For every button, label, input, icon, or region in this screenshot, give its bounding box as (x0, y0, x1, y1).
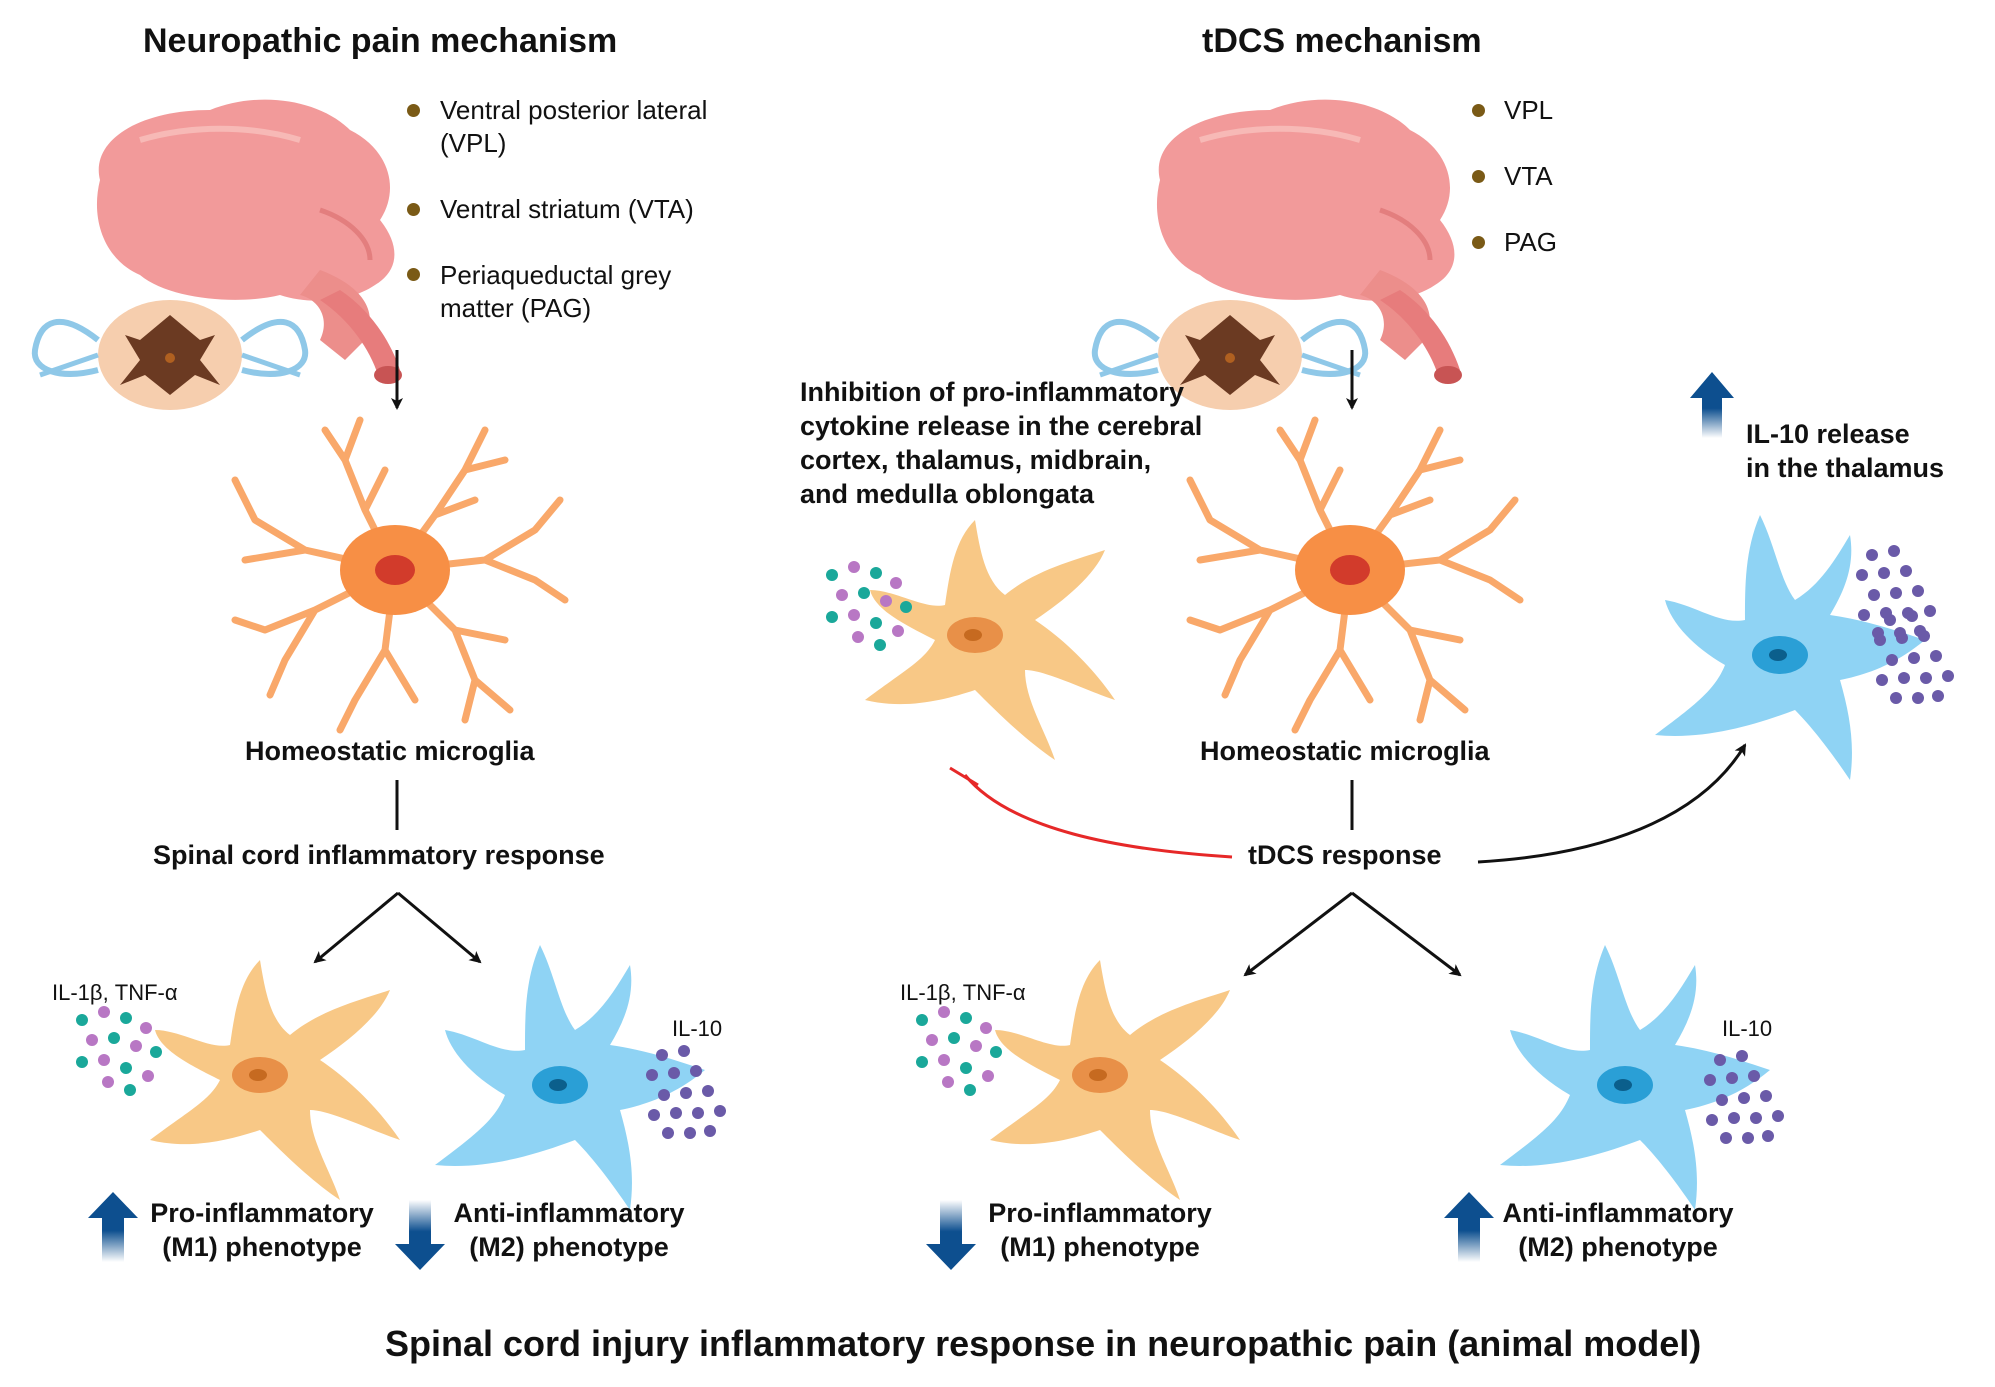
homeostatic-microglia-icon-left (235, 420, 565, 730)
region-vta-line1: Ventral striatum (VTA) (440, 194, 694, 224)
tdcs-response-label: tDCS response (1248, 840, 1442, 870)
m1-microglia-icon-left (150, 960, 400, 1200)
m1-down-arrow-right (926, 1200, 976, 1270)
m1-phenotype-label-right: Pro-inflammatory(M1) phenotype (988, 1198, 1212, 1262)
m1-microglia-icon-right (990, 960, 1240, 1200)
region-pag-line2: matter (PAG) (440, 293, 592, 323)
inhibition-text: Inhibition of pro-inflammatory cytokine … (800, 377, 1203, 509)
m1-phenotype-label-left: Pro-inflammatory(M1) phenotype (150, 1198, 374, 1262)
cytokines-m2-label-right: IL-10 (1722, 1016, 1773, 1041)
m1-up-arrow-left (88, 1192, 138, 1262)
bullet-icon (407, 268, 420, 281)
homeostatic-microglia-label-right: Homeostatic microglia (1200, 736, 1490, 766)
right-title: tDCS mechanism (1202, 22, 1482, 60)
m2-up-arrow-right (1444, 1192, 1494, 1262)
cytokines-m2-label-left: IL-10 (672, 1016, 723, 1041)
bullet-icon (407, 104, 420, 117)
m2-phenotype-label-right: Anti-inflammatory(M2) phenotype (1502, 1198, 1734, 1262)
brain-spinal-cord-illustration-right (1095, 100, 1462, 410)
bullet-icon (407, 203, 420, 216)
il10-releasing-microglia-icon (1655, 515, 1925, 780)
cytokines-m1-label-right: IL-1β, TNF-α (900, 980, 1026, 1005)
inhibited-m1-microglia-icon (865, 520, 1115, 760)
arrow-to-m1-right (1243, 891, 1353, 977)
region-vta: VTA (1504, 161, 1553, 191)
pro-inflammatory-cytokines-right (916, 1006, 1002, 1096)
region-vpl: VPL (1504, 95, 1554, 125)
homeostatic-microglia-icon-right (1190, 420, 1520, 730)
pro-inflammatory-cytokines-left (76, 1006, 162, 1096)
region-vpl-line2: (VPL) (440, 128, 507, 158)
m2-down-arrow-left (395, 1200, 445, 1270)
footer-caption: Spinal cord injury inflammatory response… (385, 1323, 1702, 1364)
homeostatic-microglia-label-left: Homeostatic microglia (245, 736, 535, 766)
bullet-icon (1472, 170, 1485, 183)
brain-spinal-cord-illustration-left (35, 100, 402, 410)
bullet-icon (1472, 104, 1485, 117)
region-vpl-line1: Ventral posterior lateral (440, 95, 708, 125)
il10-release-up-arrow (1690, 372, 1734, 438)
il10-release-text: IL-10 release in the thalamus (1746, 419, 1945, 483)
inhibition-bar (949, 766, 979, 787)
region-pag: PAG (1504, 227, 1557, 257)
cytokines-m1-label-left: IL-1β, TNF-α (52, 980, 178, 1005)
inhibition-line (963, 774, 1233, 859)
bullet-icon (1472, 236, 1485, 249)
arrow-to-m2-right (1351, 891, 1462, 977)
left-title: Neuropathic pain mechanism (143, 22, 618, 60)
arrow-to-m1-left (313, 891, 399, 964)
arrow-to-il10-release (1477, 743, 1747, 864)
m2-microglia-icon-left (435, 945, 705, 1210)
m2-phenotype-label-left: Anti-inflammatory(M2) phenotype (453, 1198, 685, 1262)
region-pag-line1: Periaqueductal grey (440, 260, 672, 290)
spinal-cord-response-label: Spinal cord inflammatory response (153, 840, 605, 870)
arrow-to-m2-left (397, 891, 482, 964)
